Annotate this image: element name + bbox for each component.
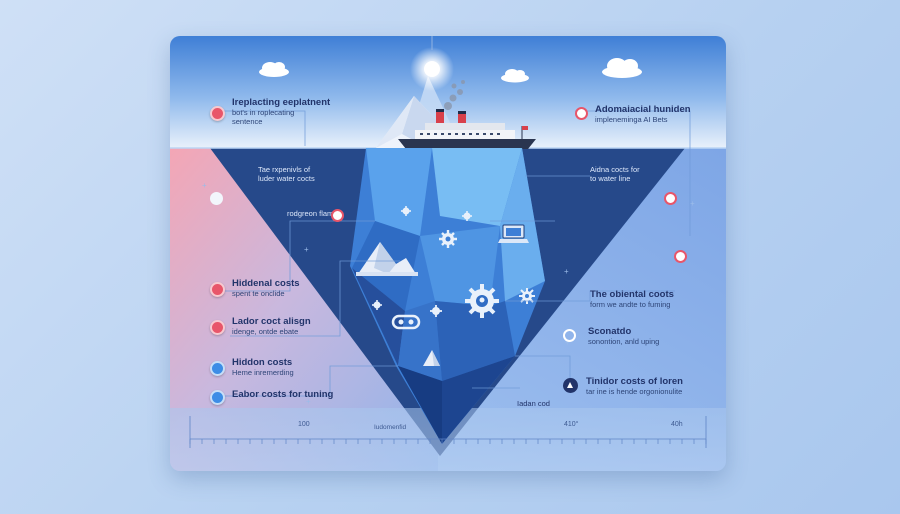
gear-icon [439, 230, 457, 248]
label-right-2: Sconatdo sonontion, anld uping [588, 326, 660, 347]
marker-dot [210, 320, 225, 335]
svg-text:+: + [202, 181, 207, 190]
heart-icon [331, 209, 344, 222]
left-gradient-panel [170, 148, 438, 471]
label-title: Adomaiacial huniden [595, 104, 691, 115]
label-line: luder water cocts [258, 173, 315, 183]
label-title: Hiddenal costs [232, 278, 300, 289]
label-line: Aidna cocts for [590, 165, 640, 174]
label-sub: sentence [232, 116, 263, 126]
gear-icon [465, 284, 499, 318]
mountain-icon [356, 242, 418, 276]
glasses-icon [391, 314, 421, 330]
label-dark-right: Aidna cocts for to water line [590, 165, 640, 183]
marker-dot [210, 361, 225, 376]
axis-tick-label: Iudomenfid [374, 424, 407, 431]
label-title: Eabor costs for tuning [232, 389, 334, 400]
warning-icon [563, 378, 578, 393]
cloud-icon [259, 62, 289, 77]
laptop-icon [498, 224, 529, 243]
marker-dot [210, 106, 225, 121]
connector-lines [224, 36, 691, 397]
label-sub: Heme inremerding [232, 367, 294, 377]
mountain-icon [423, 350, 440, 366]
heart-icon [674, 250, 687, 263]
svg-text:+: + [564, 267, 569, 276]
gear-icon [372, 300, 382, 310]
svg-text:+: + [565, 338, 570, 347]
label-top-right: Adomaiacial huniden impleneminga AI Bets [595, 104, 691, 125]
label-line: Tae rxpenivls of [258, 165, 311, 174]
label-left-4: Eabor costs for tuning [232, 389, 334, 401]
label-sub: bot's in roplecating [232, 107, 295, 117]
label-bottom-small: Iadan cod [517, 399, 550, 409]
marker-dot [210, 282, 225, 297]
label-sub: idenge, ontde ebate [232, 326, 299, 336]
svg-text:+: + [306, 397, 311, 406]
label-title: Hiddon costs [232, 357, 293, 368]
label-left-1: Hiddenal costs spent te onclide [232, 278, 300, 299]
chat-icon [575, 107, 588, 120]
label-title: Sconatdo [588, 326, 632, 337]
label-sub: spent te onclide [232, 288, 285, 298]
label-right-3: Tinidor costs of loren tar ine is hende … [586, 376, 683, 397]
label-title: Ireplacting eeplatnent [232, 97, 331, 108]
cloud-icon [501, 69, 529, 83]
marker-dot [210, 390, 225, 405]
axis-tick-label: 410° [564, 421, 579, 428]
smoke-icon [444, 80, 465, 110]
iceberg-scene: + + + + + + [170, 36, 726, 471]
label-dark-left: Tae rxpenivls of luder water cocts [258, 165, 315, 183]
label-line: rodgreon flam [287, 209, 334, 218]
ship-icon [398, 109, 536, 149]
label-top-left: Ireplacting eeplatnent bot's in roplecat… [232, 97, 331, 126]
label-sub: sonontion, anld uping [588, 336, 660, 346]
label-left-3: Hiddon costs Heme inremerding [232, 357, 294, 378]
heart-icon [664, 192, 677, 205]
label-sub: impleneminga AI Bets [595, 114, 668, 124]
label-line: to water line [590, 173, 631, 183]
svg-text:+: + [304, 245, 309, 254]
cloud-icon [602, 58, 642, 78]
gear-icon [430, 305, 442, 317]
label-left-2: Lador coct alisgn idenge, ontde ebate [232, 316, 311, 337]
heart-icon [210, 192, 223, 205]
chat-icon [563, 329, 576, 342]
label-title: The obiental coots [590, 289, 674, 300]
label-sub: tar ine is hende orgonionulite [586, 386, 683, 396]
label-sub: form we andte to fuming [590, 299, 671, 309]
plus-markers: + + + + + + [202, 181, 695, 406]
axis-tick-label: 40h [671, 421, 683, 428]
axis-tick-label: 100 [298, 421, 310, 428]
label-title: Tinidor costs of loren [586, 376, 683, 387]
underwater-iceberg [350, 148, 545, 444]
gear-icon [519, 288, 535, 304]
label-title: Lador coct alisgn [232, 316, 311, 327]
svg-text:+: + [690, 199, 695, 208]
label-right-1: The obiental coots form we andte to fumi… [590, 289, 674, 310]
label-center-small: rodgreon flam [287, 209, 334, 219]
label-line: Iadan cod [517, 399, 550, 408]
gear-icon [462, 211, 472, 221]
iceberg-infographic-card: + + + + + + Ireplacting eeplatnent bot's in … [170, 36, 726, 471]
gear-icon [401, 206, 411, 216]
